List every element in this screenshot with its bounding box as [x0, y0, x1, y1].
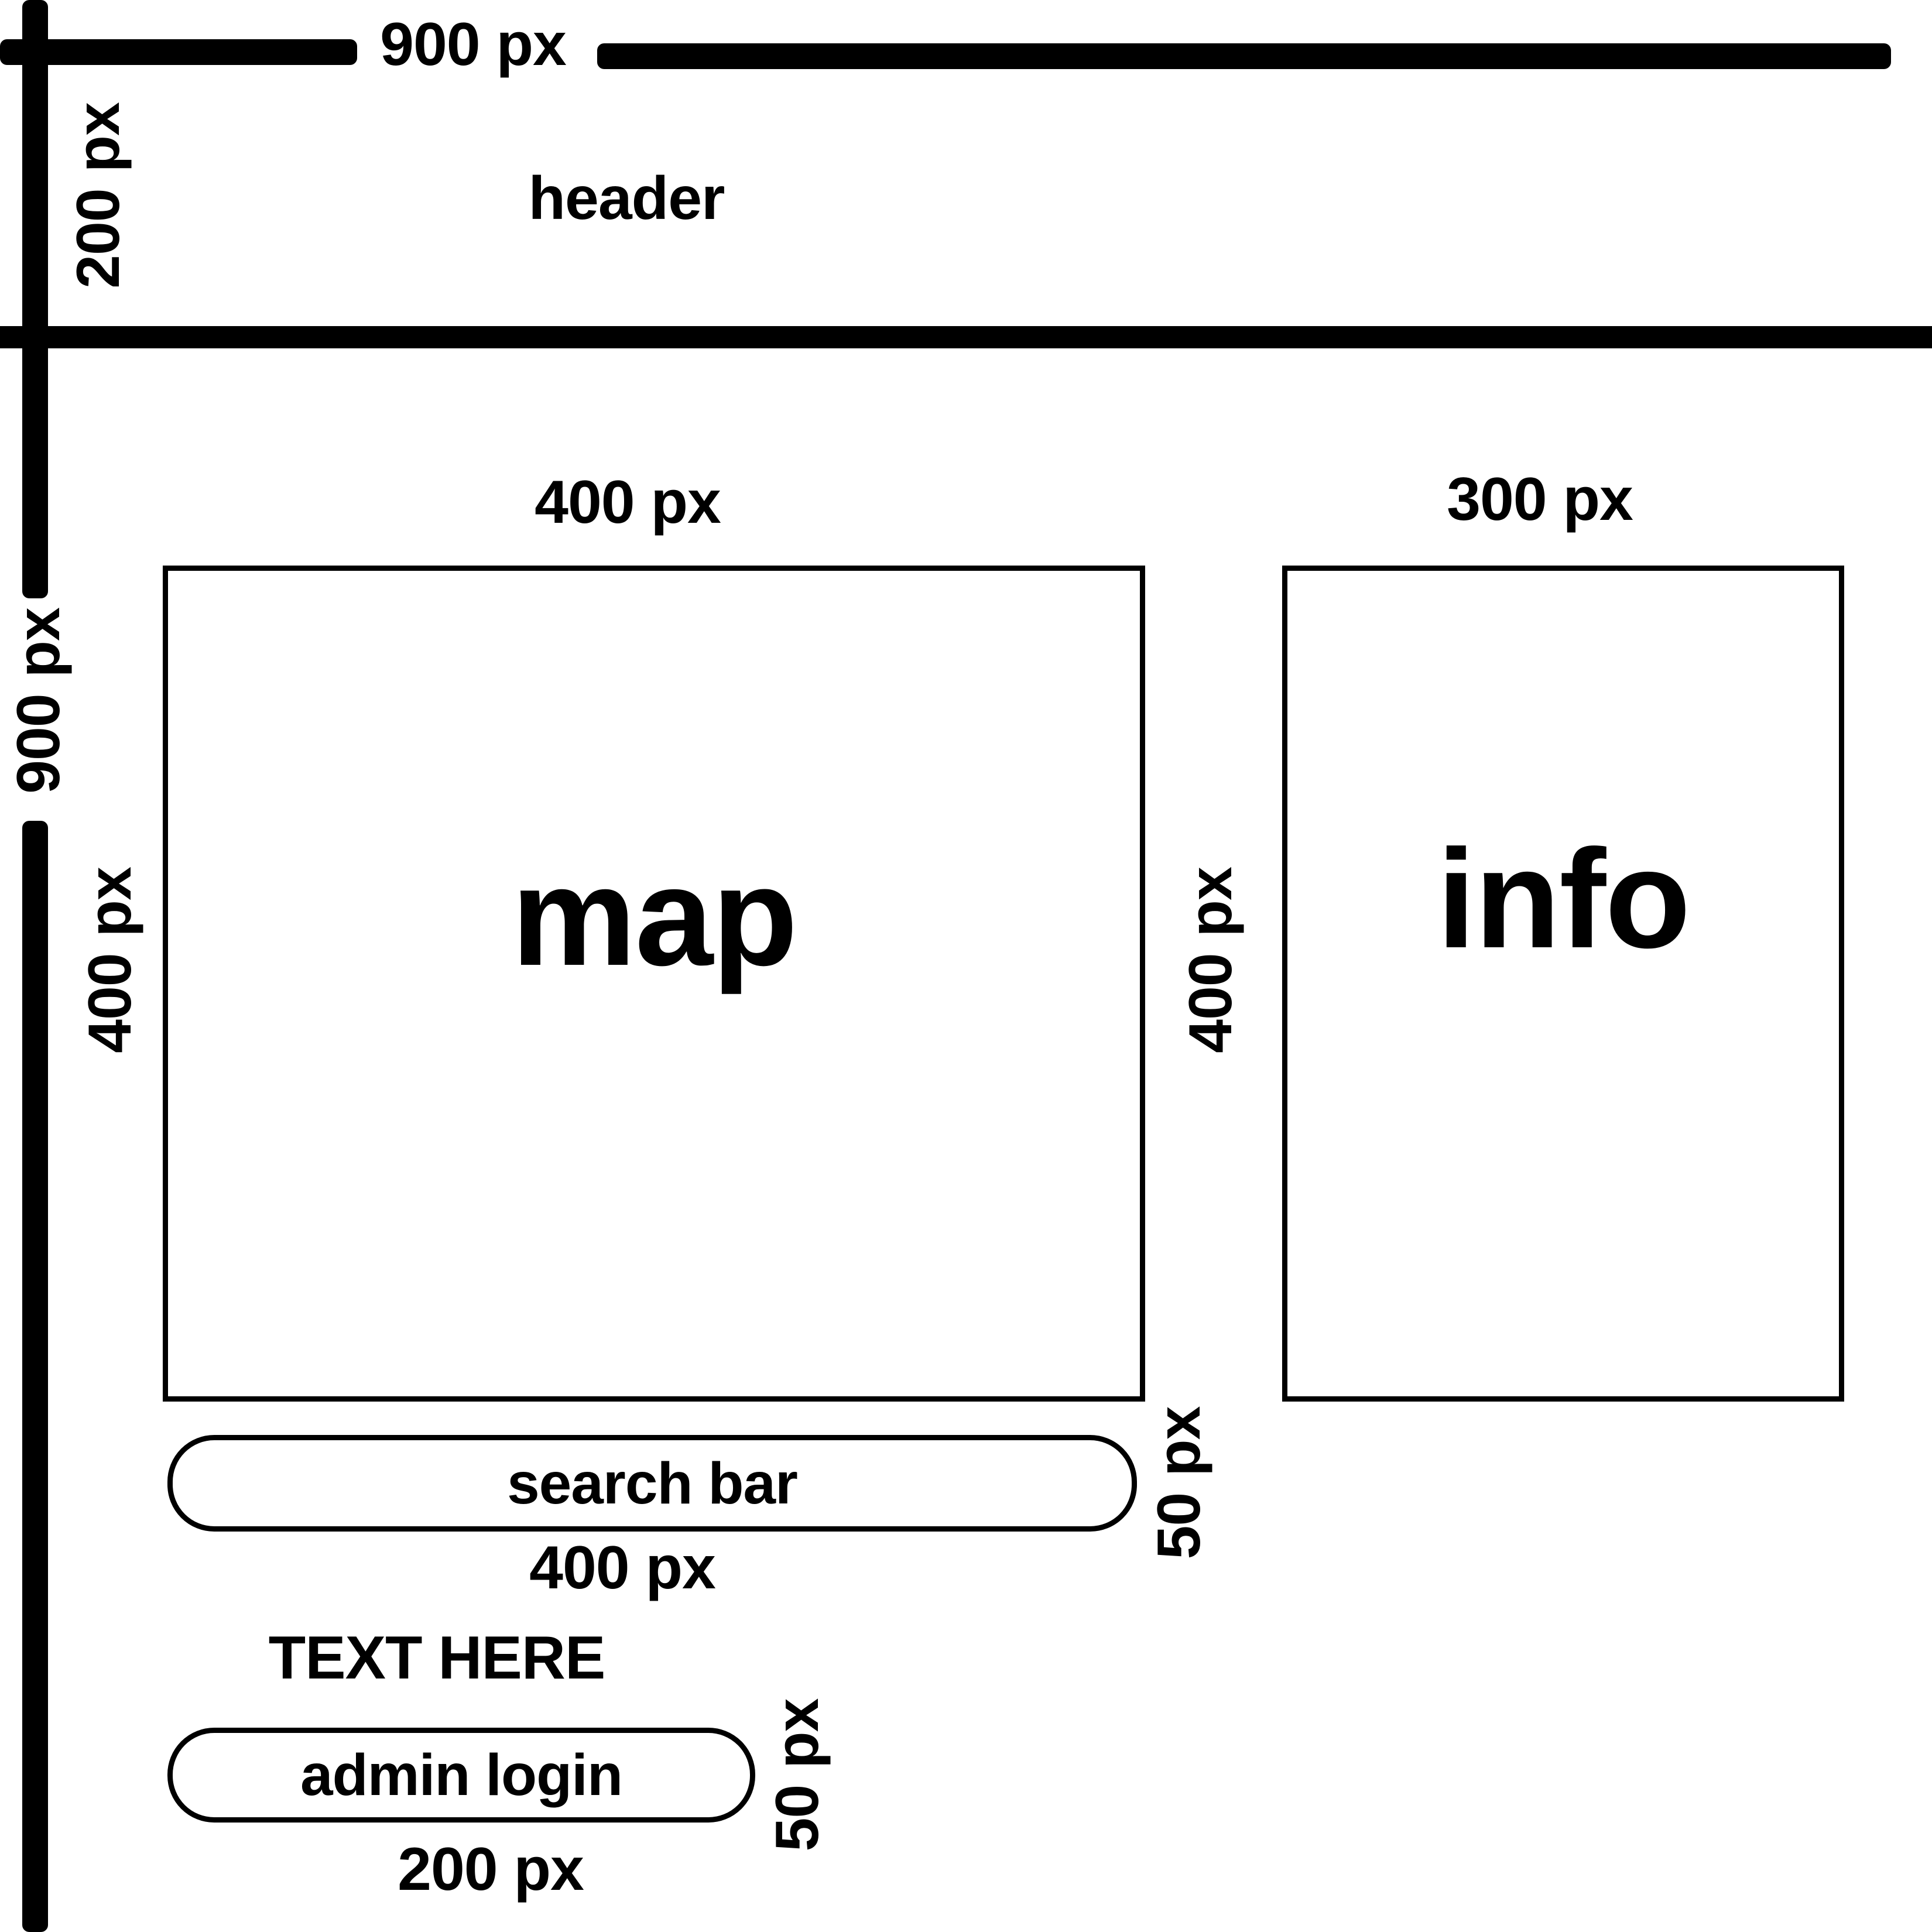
top-dimension-line-left: [0, 39, 357, 65]
admin-login-width-label: 200 px: [398, 1835, 584, 1903]
map-height-label-left: 400 px: [76, 867, 144, 1053]
search-bar-width-label: 400 px: [529, 1534, 716, 1602]
info-label: info: [1437, 820, 1691, 977]
map-width-label: 400 px: [535, 468, 721, 536]
map-label: map: [511, 838, 797, 995]
text-here-label: TEXT HERE: [268, 1624, 606, 1692]
admin-login-box: admin login: [167, 1728, 755, 1823]
search-bar-height-label: 50 px: [1145, 1406, 1213, 1560]
search-bar-label: search bar: [507, 1450, 798, 1516]
page-height-label: 900 px: [5, 608, 73, 794]
header-bottom-line: [0, 326, 1932, 348]
admin-login-label: admin login: [300, 1742, 623, 1808]
top-dimension-line-right: [597, 43, 1891, 69]
header-label: header: [528, 165, 725, 232]
header-height-label: 200 px: [64, 102, 132, 289]
info-box: info: [1282, 566, 1844, 1402]
map-height-label-right: 400 px: [1177, 867, 1245, 1053]
info-width-label: 300 px: [1447, 465, 1633, 533]
admin-login-height-label: 50 px: [763, 1698, 831, 1852]
left-dimension-line-lower: [22, 821, 48, 1932]
search-bar-box: search bar: [167, 1435, 1137, 1532]
left-dimension-line-upper: [22, 0, 48, 598]
header-width-label: 900 px: [380, 11, 567, 78]
map-box: map: [163, 566, 1145, 1402]
